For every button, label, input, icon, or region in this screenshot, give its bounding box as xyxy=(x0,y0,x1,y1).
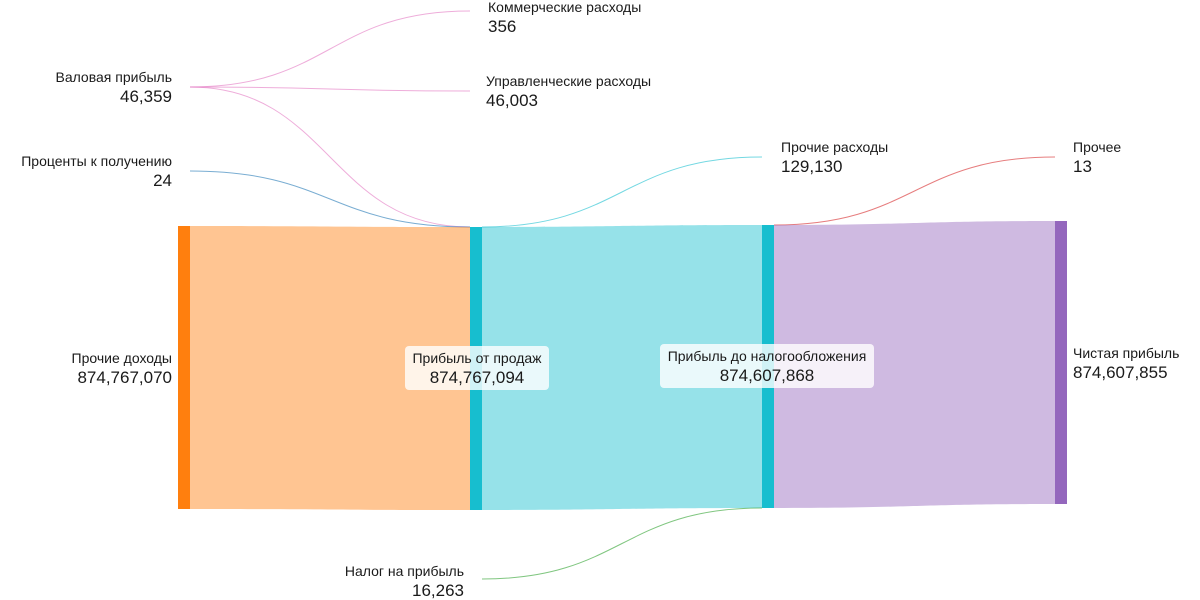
sankey-link-salesp-pbt xyxy=(482,225,762,510)
node-label-background xyxy=(660,344,874,388)
sankey-link-tax-pbt xyxy=(481,507,763,580)
sankey-link-gross-comm xyxy=(189,10,471,88)
sankey-nodes xyxy=(178,221,1067,510)
node-name: Прочее xyxy=(1073,139,1121,155)
node-label-gross: Валовая прибыль 46,359 xyxy=(55,69,172,106)
node-name: Прибыль до налогообложения xyxy=(668,348,867,364)
sankey-link-gross-admin xyxy=(189,86,471,92)
sankey-link-othinc-salesp xyxy=(190,226,470,510)
sankey-links xyxy=(189,10,1056,580)
node-value: 13 xyxy=(1073,157,1092,176)
node-label-othinc: Прочие доходы 874,767,070 xyxy=(72,350,172,387)
node-value: 24 xyxy=(153,171,172,190)
node-value: 874,607,868 xyxy=(720,366,815,385)
node-name: Коммерческие расходы xyxy=(488,0,641,15)
node-value: 356 xyxy=(488,17,516,36)
node-label-net: Чистая прибыль 874,607,855 xyxy=(1073,345,1179,382)
node-name: Прибыль от продаж xyxy=(412,350,542,366)
node-value: 874,767,094 xyxy=(430,368,525,387)
node-value: 46,359 xyxy=(120,87,172,106)
node-value: 874,607,855 xyxy=(1073,363,1168,382)
node-label-salesp: Прибыль от продаж 874,767,094 xyxy=(405,346,549,390)
sankey-link-intrec-salesp xyxy=(189,170,471,228)
node-label-admin: Управленческие расходы 46,003 xyxy=(486,73,651,110)
node-name: Проценты к получению xyxy=(21,153,172,169)
node-name: Прочие доходы xyxy=(72,350,172,366)
sankey-link-gross-salesp xyxy=(189,86,471,228)
node-name: Налог на прибыль xyxy=(345,563,464,579)
node-name: Валовая прибыль xyxy=(55,69,172,85)
node-label-comm: Коммерческие расходы 356 xyxy=(488,0,641,36)
node-name: Чистая прибыль xyxy=(1073,345,1179,361)
node-label-othexp: Прочие расходы 129,130 xyxy=(781,139,888,176)
node-name: Прочие расходы xyxy=(781,139,888,155)
sankey-node-othinc xyxy=(178,226,190,509)
node-label-background xyxy=(405,346,549,390)
node-label-other: Прочее 13 xyxy=(1073,139,1121,176)
node-value: 16,263 xyxy=(412,581,464,600)
sankey-link-salesp-othexp xyxy=(481,156,763,228)
node-value: 46,003 xyxy=(486,91,538,110)
node-name: Управленческие расходы xyxy=(486,73,651,89)
sankey-node-net xyxy=(1055,221,1067,504)
node-label-intrec: Проценты к получению 24 xyxy=(21,153,172,190)
node-label-pbt: Прибыль до налогообложения 874,607,868 xyxy=(660,344,874,388)
node-label-tax: Налог на прибыль 16,263 xyxy=(345,563,464,600)
sankey-link-pbt-net xyxy=(774,221,1055,508)
node-value: 129,130 xyxy=(781,157,842,176)
node-value: 874,767,070 xyxy=(77,368,172,387)
sankey-link-pbt-other xyxy=(773,156,1056,226)
